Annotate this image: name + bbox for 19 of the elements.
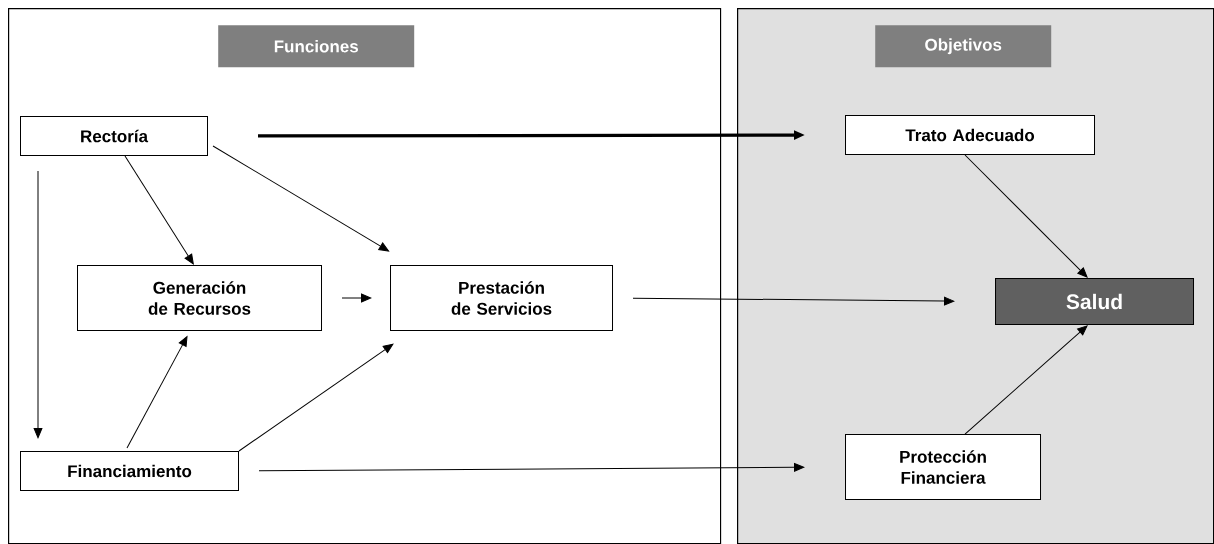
process-box: Trato Adecuado: [845, 115, 1095, 155]
arrow: [341, 293, 372, 303]
arrow: [258, 462, 805, 472]
heading-label: Funciones: [218, 25, 415, 68]
arrow: [124, 155, 194, 265]
process-box: Financiamiento: [20, 451, 239, 491]
arrow: [126, 336, 188, 449]
arrow: [632, 296, 955, 306]
process-box: Prestación de Servicios: [390, 265, 613, 331]
arrow: [33, 170, 43, 439]
heading-label: Objetivos: [875, 25, 1052, 68]
process-box: Rectoría: [20, 116, 208, 156]
process-box: Generación de Recursos: [77, 265, 322, 331]
result-box: Salud: [995, 278, 1194, 325]
process-box: Protección Financiera: [845, 434, 1041, 500]
arrow: [238, 343, 394, 452]
arrow: [964, 325, 1088, 435]
arrow: [212, 145, 390, 252]
arrow: [964, 154, 1088, 278]
